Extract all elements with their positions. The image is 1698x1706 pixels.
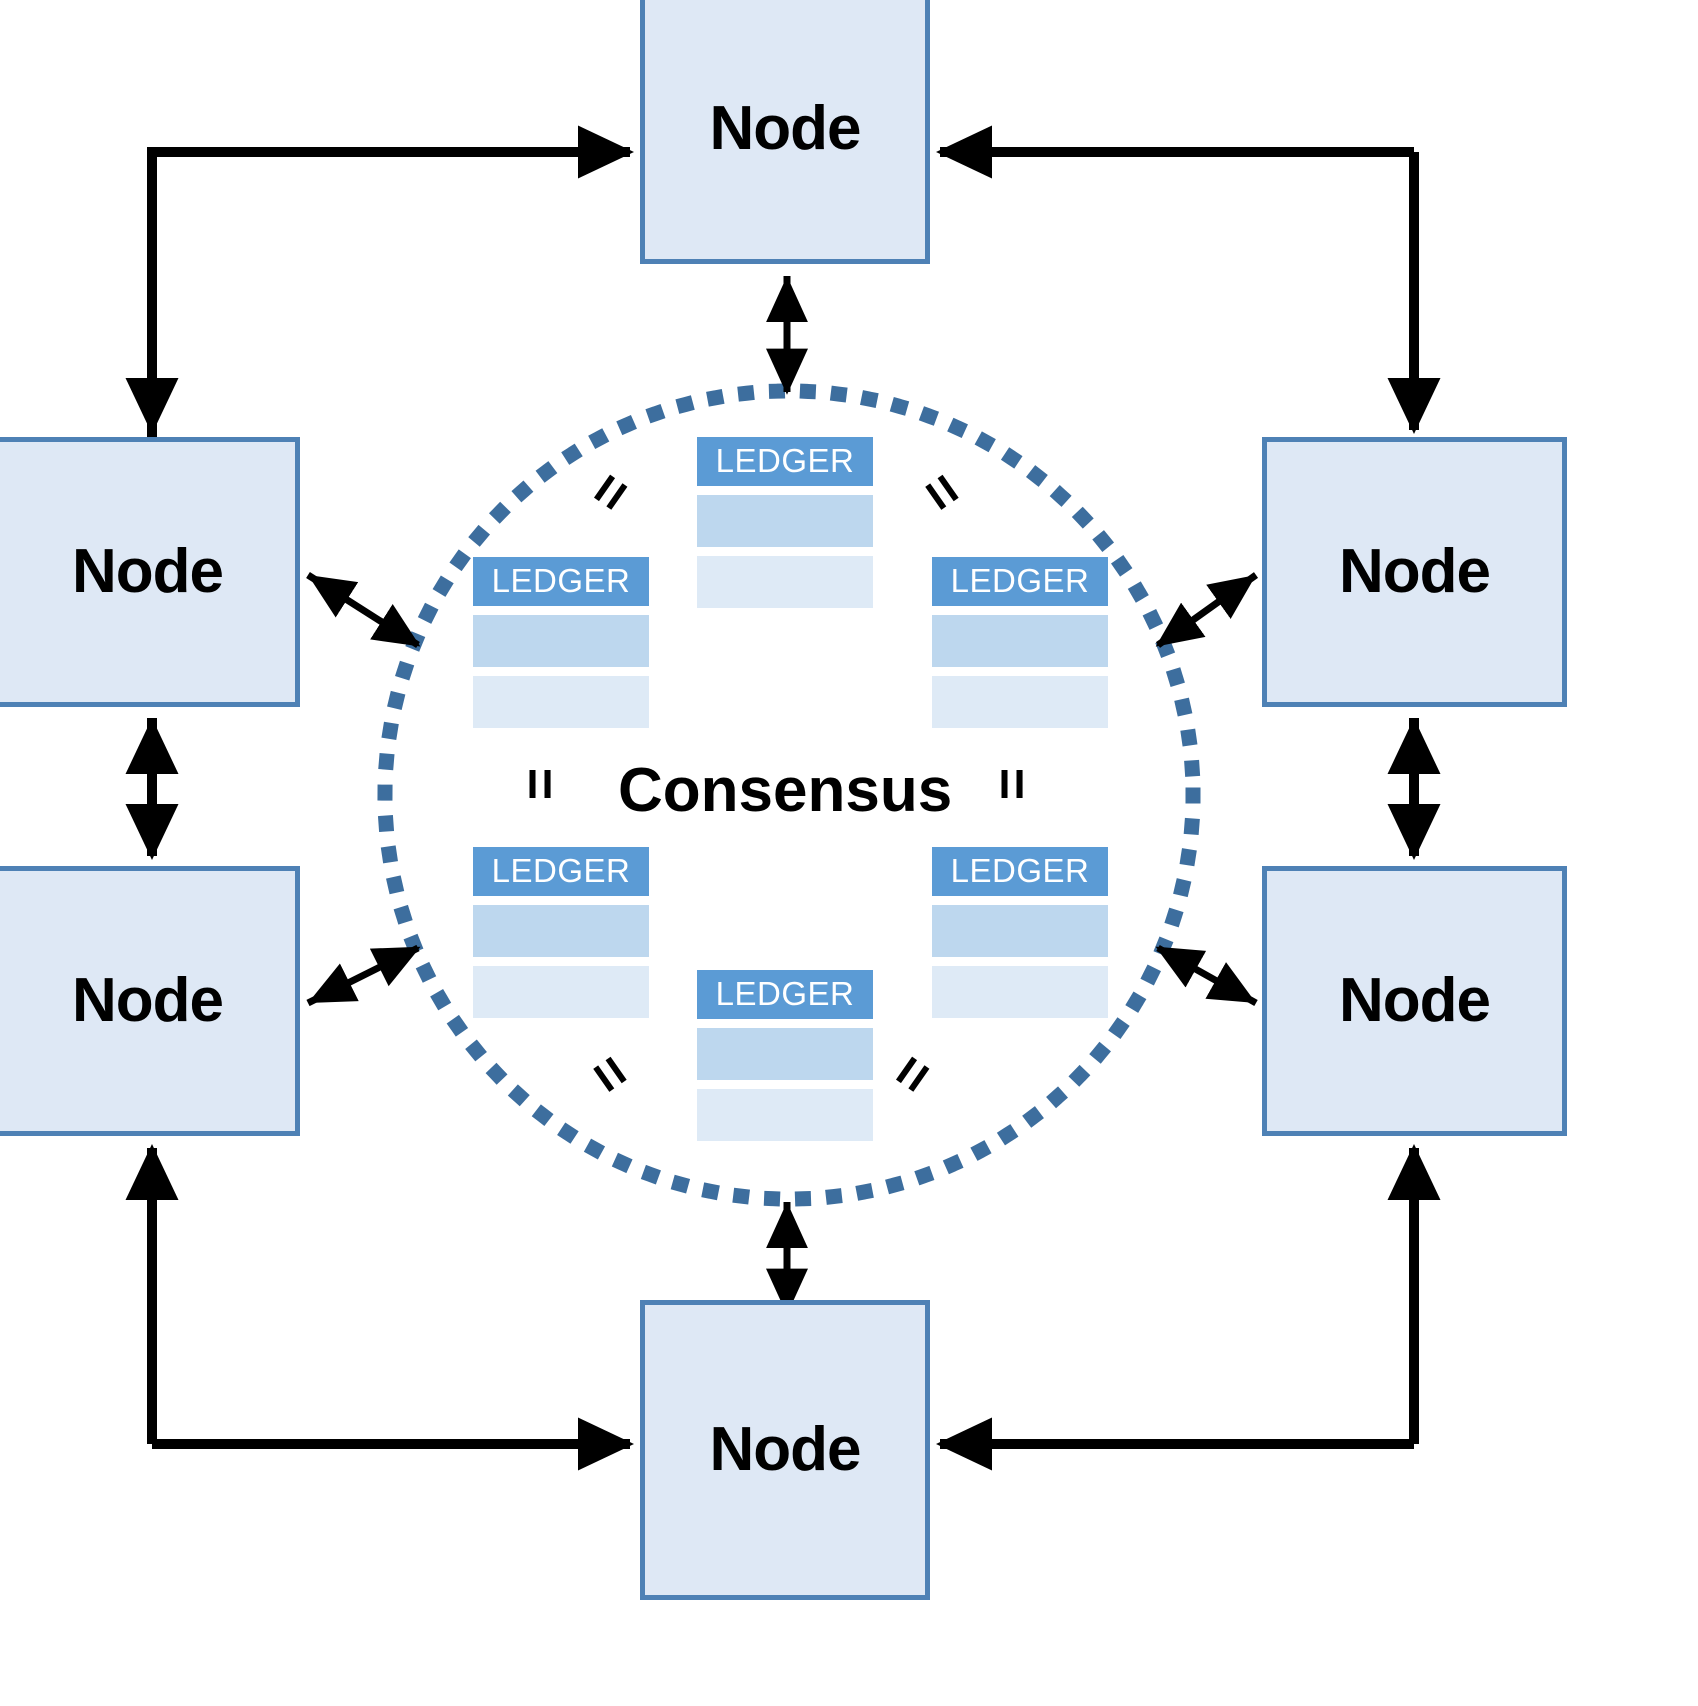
ledger-row — [473, 676, 649, 728]
arrow-left-lower-consensus — [306, 944, 421, 1007]
ledger-upper-left-header: LEDGER — [473, 557, 649, 606]
consensus-label: Consensus — [618, 756, 953, 825]
equals-sign-mid-right: = — [981, 767, 1045, 801]
node-right-upper-label: Node — [1339, 537, 1491, 606]
node-bottom-label: Node — [709, 1415, 862, 1484]
node-left-lower[interactable]: Node — [0, 866, 300, 1136]
ledger-row — [932, 966, 1108, 1018]
ledger-lower-left[interactable]: LEDGER — [473, 847, 649, 1018]
ledger-row — [697, 495, 873, 547]
ledger-upper-right-header: LEDGER — [932, 557, 1108, 606]
arrow-left-upper-to-top — [147, 125, 635, 437]
ledger-bottom-header: LEDGER — [697, 970, 873, 1019]
ledger-top[interactable]: LEDGER — [697, 437, 873, 608]
ledger-lower-left-header: LEDGER — [473, 847, 649, 896]
node-left-upper-label: Node — [72, 537, 224, 606]
ledger-row — [932, 615, 1108, 667]
ledger-row — [473, 615, 649, 667]
ledger-lower-right-header: LEDGER — [932, 847, 1108, 896]
node-top-label: Node — [709, 94, 862, 163]
ledger-row — [932, 676, 1108, 728]
ledger-row — [932, 905, 1108, 957]
ledger-row — [697, 556, 873, 608]
arrow-left-upper-consensus — [306, 572, 421, 648]
node-right-lower[interactable]: Node — [1262, 866, 1567, 1136]
ledger-bottom[interactable]: LEDGER — [697, 970, 873, 1141]
ledger-row — [473, 966, 649, 1018]
node-bottom[interactable]: Node — [640, 1300, 930, 1600]
arrow-right-upper-consensus — [1155, 572, 1259, 648]
node-right-lower-label: Node — [1339, 966, 1491, 1035]
node-right-upper[interactable]: Node — [1262, 437, 1567, 707]
ledger-upper-left[interactable]: LEDGER — [473, 557, 649, 728]
ledger-top-header: LEDGER — [697, 437, 873, 486]
consensus-circle — [377, 383, 1201, 1207]
node-left-upper[interactable]: Node — [0, 437, 300, 707]
arrow-right-lower-consensus — [1155, 944, 1258, 1007]
ledger-row — [697, 1028, 873, 1080]
node-left-lower-label: Node — [72, 966, 224, 1035]
ledger-row — [473, 905, 649, 957]
ledger-row — [697, 1089, 873, 1141]
equals-sign-mid-left: = — [509, 767, 573, 801]
ledger-lower-right[interactable]: LEDGER — [932, 847, 1108, 1018]
node-top[interactable]: Node — [640, 0, 930, 264]
ledger-upper-right[interactable]: LEDGER — [932, 557, 1108, 728]
